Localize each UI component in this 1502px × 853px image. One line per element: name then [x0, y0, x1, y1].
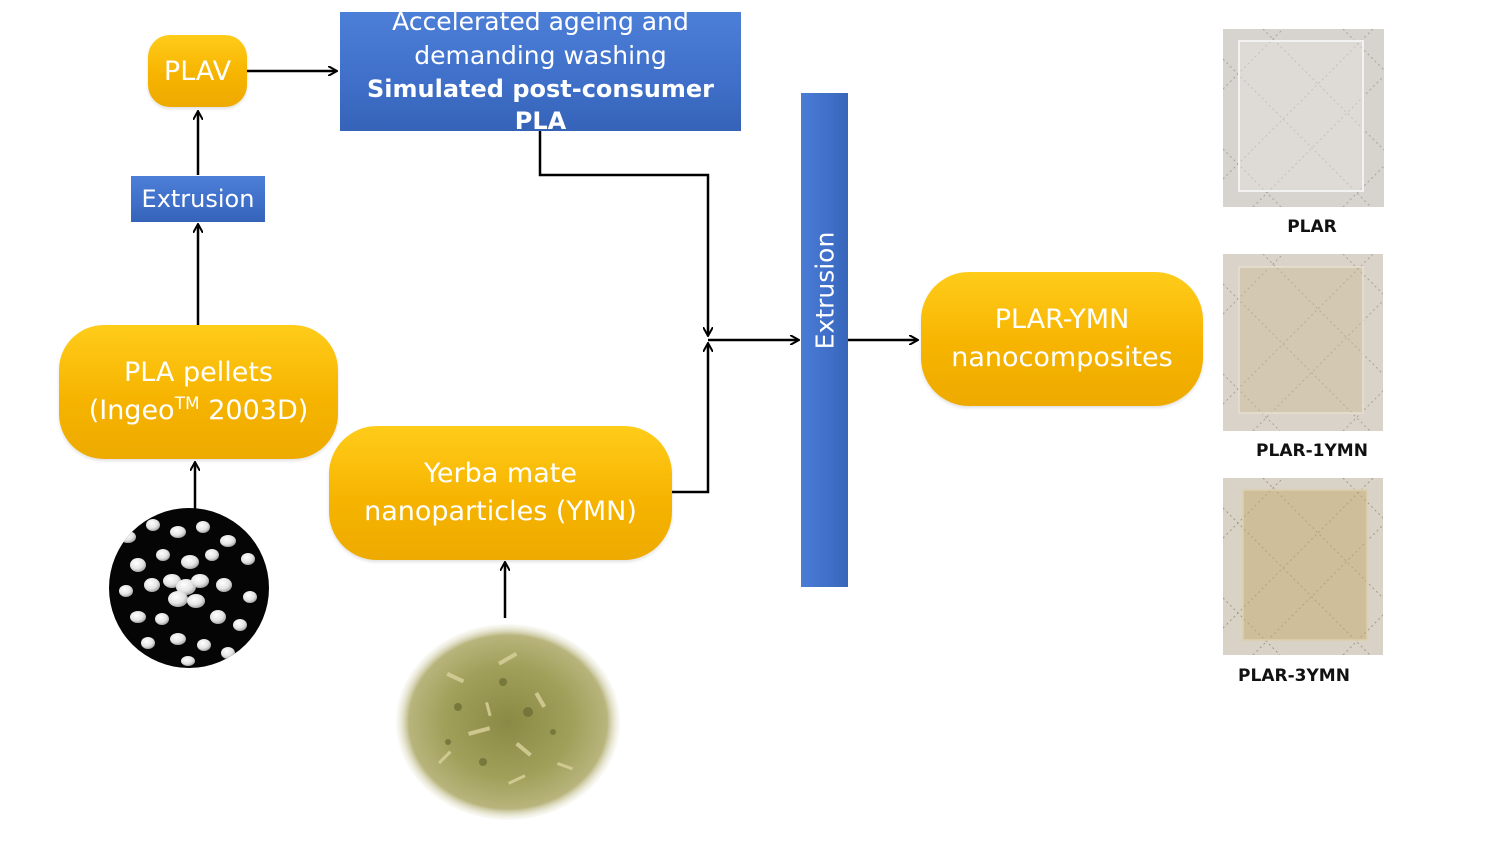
ymn-line-2: nanoparticles (YMN)	[364, 496, 637, 527]
extrusion-small-node: Extrusion	[131, 176, 265, 222]
yerba-mate-photo	[396, 624, 620, 820]
nano-line-2: nanocomposites	[951, 342, 1173, 373]
sample-plar-3ymn-photo	[1222, 477, 1384, 656]
sample-plar-1ymn-photo	[1222, 253, 1384, 432]
nano-line-1: PLAR-YMN	[994, 304, 1130, 336]
pla-pellets-line-2: (IngeoTM 2003D)	[89, 392, 309, 430]
pla-pellets-line-2-pre: (Ingeo	[88, 395, 175, 426]
sample-plar-1ymn-film	[1222, 253, 1384, 432]
sample-plar-3ymn-film	[1222, 477, 1384, 656]
sample-plar-1ymn-label: PLAR-1YMN	[1256, 441, 1368, 461]
pla-pellets-photo	[109, 508, 269, 668]
yerba-mate-node: Yerba mate nanoparticles (YMN)	[329, 426, 672, 560]
pla-trademark-sup: TM	[174, 394, 200, 414]
ageing-line-1: Accelerated ageing and	[392, 7, 689, 37]
sample-plar-film	[1222, 28, 1385, 208]
ageing-line-2: demanding washing	[414, 41, 667, 71]
pla-pellets-node: PLA pellets (IngeoTM 2003D)	[59, 325, 338, 459]
plav-node: PLAV	[148, 35, 247, 107]
extrusion-small-label: Extrusion	[141, 185, 255, 213]
line-ageing-to-junction	[538, 130, 708, 335]
extrusion-bar-node: Extrusion	[801, 93, 848, 587]
ageing-washing-node: Accelerated ageing and demanding washing…	[340, 7, 741, 135]
sample-plar-label: PLAR	[1287, 217, 1337, 237]
extrusion-bar-label: Extrusion	[810, 231, 840, 349]
ymn-line-1: Yerba mate	[424, 458, 577, 490]
sample-plar-photo	[1222, 28, 1385, 208]
sample-plar-3ymn-label: PLAR-3YMN	[1238, 666, 1350, 686]
line-ymn-to-junction	[672, 344, 708, 494]
ageing-line-3: Simulated post-consumer PLA	[367, 74, 714, 136]
plav-label: PLAV	[163, 55, 232, 87]
pla-pellets-line-2-post: 2003D)	[199, 395, 309, 426]
pla-pellets-line-1: PLA pellets	[123, 357, 273, 389]
nanocomposites-node: PLAR-YMN nanocomposites	[921, 272, 1203, 406]
